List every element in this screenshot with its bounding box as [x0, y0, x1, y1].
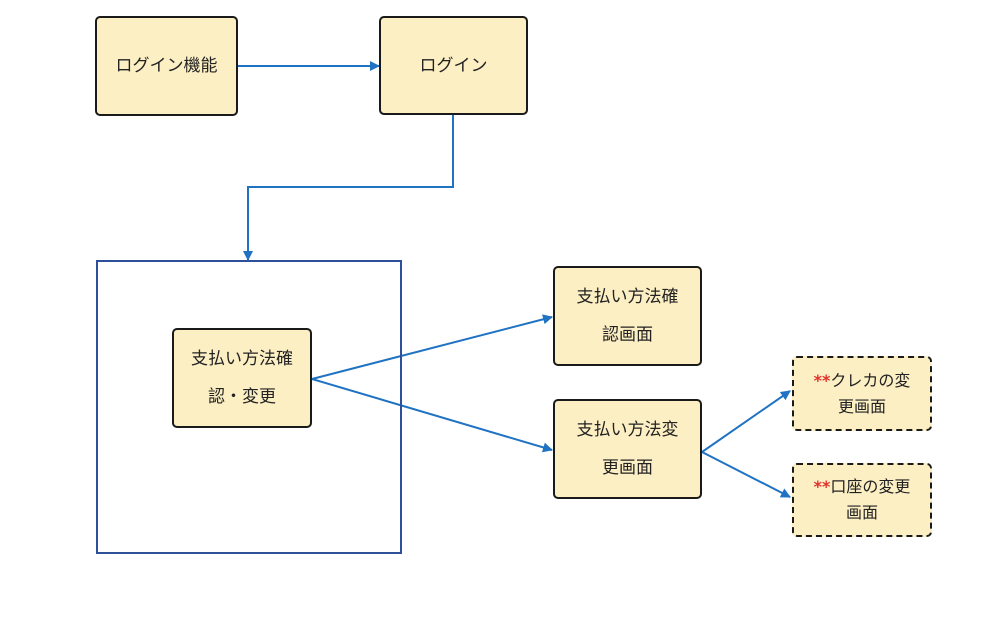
payment-method-frame [96, 260, 402, 554]
node-account-change-screen-mark: ** [813, 477, 831, 496]
node-account-change-screen-line2: 画面 [845, 503, 878, 522]
node-credit-change-screen-line1: **クレカの変 [814, 368, 911, 394]
node-credit-change-screen: **クレカの変 更画面 [792, 356, 932, 431]
arrow-login-to-frame [243, 115, 454, 261]
node-account-change-screen: **口座の変更 画面 [792, 463, 932, 537]
node-payment-confirm-change: 支払い方法確 認・変更 [172, 328, 312, 428]
node-credit-change-screen-line1-text: クレカの変 [830, 370, 911, 390]
node-payment-confirm-change-line1: 支払い方法確 [191, 349, 293, 369]
arrow-change-screen-to-credit [701, 390, 791, 453]
node-credit-change-screen-line2: 更画面 [837, 396, 886, 416]
arrow-change-screen-to-account [701, 451, 791, 498]
node-login-feature-label: ログイン機能 [115, 56, 218, 76]
node-payment-change-screen-line1: 支払い方法変 [576, 420, 679, 440]
node-payment-change-screen-line2: 更画面 [602, 458, 653, 478]
node-payment-confirm-screen-line1: 支払い方法確 [576, 287, 679, 307]
node-login-label: ログイン [419, 55, 488, 76]
node-payment-change-screen: 支払い方法変 更画面 [553, 399, 702, 499]
node-account-change-screen-line1: **口座の変更 [814, 474, 911, 500]
node-payment-confirm-screen: 支払い方法確 認画面 [553, 266, 702, 366]
node-payment-confirm-change-line2: 認・変更 [208, 387, 276, 407]
arrow-confirm-change-to-confirm-screen [311, 314, 553, 380]
node-account-change-screen-line1-text: 口座の変更 [830, 477, 911, 496]
node-login: ログイン [379, 16, 528, 115]
arrow-confirm-change-to-change-screen [311, 378, 553, 453]
node-login-feature: ログイン機能 [95, 16, 238, 116]
node-credit-change-screen-mark: ** [813, 370, 831, 390]
node-payment-confirm-screen-line2: 認画面 [602, 325, 653, 345]
